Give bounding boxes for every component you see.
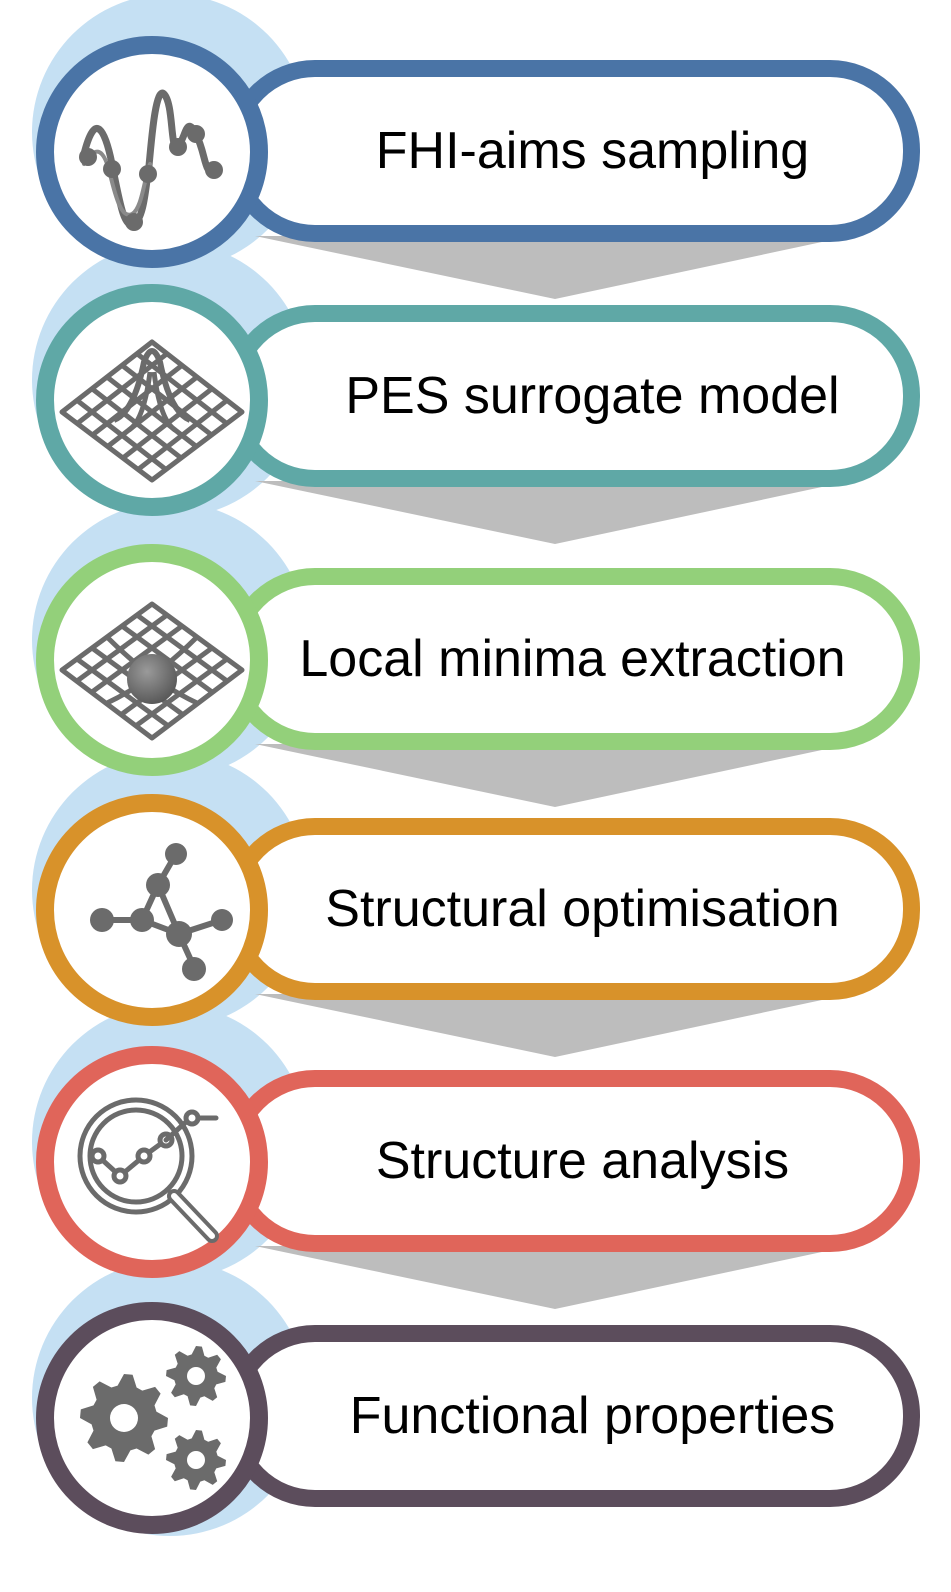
step-badge	[36, 1302, 268, 1534]
step-pill: Local minima extraction	[225, 568, 920, 750]
step-label: Functional properties	[349, 1387, 836, 1445]
step-label: Local minima extraction	[299, 630, 846, 688]
connector-arrow	[255, 1246, 850, 1309]
connector-arrow	[255, 481, 850, 544]
magnifier-chart-icon	[77, 1097, 219, 1243]
wave-sampling-icon	[79, 89, 223, 231]
step-badge	[36, 36, 268, 268]
peaked-surface-icon	[59, 339, 245, 483]
step-label: PES surrogate model	[345, 367, 840, 425]
connector-arrow	[255, 744, 850, 807]
step-badge	[36, 1046, 268, 1278]
connector-arrow	[255, 994, 850, 1057]
gears-icon	[80, 1346, 226, 1490]
step-badge	[36, 794, 268, 1026]
step-badge	[36, 284, 268, 516]
step-label: Structure analysis	[375, 1132, 790, 1190]
step-pill: Structural optimisation	[225, 818, 920, 1000]
surface-minimum-icon	[59, 601, 245, 741]
step-label: Structural optimisation	[325, 880, 840, 938]
step-pill: FHI-aims sampling	[225, 60, 920, 242]
step-pill: PES surrogate model	[225, 305, 920, 487]
step-pill: Structure analysis	[225, 1070, 920, 1252]
step-pill: Functional properties	[225, 1325, 920, 1507]
molecule-icon	[90, 843, 233, 981]
step-label: FHI-aims sampling	[375, 122, 810, 180]
connector-arrow	[255, 236, 850, 299]
step-badge	[36, 544, 268, 776]
